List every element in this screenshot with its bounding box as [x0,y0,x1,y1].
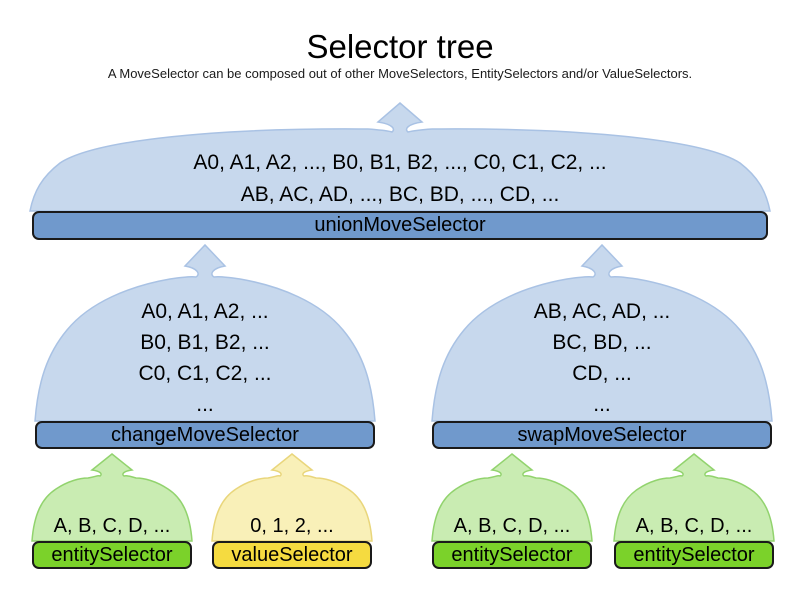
value-selector-bar: valueSelector [212,541,372,569]
swap-cloud-items: AB, AC, AD, ... BC, BD, ... CD, ... ... [432,296,772,420]
change-items-line-2: B0, B1, B2, ... [140,331,270,354]
entity-selector-bar-3: entitySelector [614,541,774,569]
change-items-line-4: ... [196,393,214,416]
swap-move-selector-bar: swapMoveSelector [432,421,772,449]
value-cloud-items: 0, 1, 2, ... [212,512,372,540]
entity3-cloud-items: A, B, C, D, ... [614,512,774,540]
union-items-line-1: A0, A1, A2, ..., B0, B1, B2, ..., C0, C1… [193,151,607,174]
dome-arrow-up-icon [431,243,773,422]
swap-items-line-4: ... [593,393,611,416]
entity-selector-bar-2: entitySelector [432,541,592,569]
dome-arrow-up-icon [29,102,771,212]
union-move-selector-bar: unionMoveSelector [32,211,768,240]
swap-items-line-3: CD, ... [572,362,632,385]
change-items-line-1: A0, A1, A2, ... [141,300,269,323]
dome-arrow-up-icon [31,453,193,542]
swap-cloud [431,243,773,422]
dome-arrow-up-icon [613,453,775,542]
dome-arrow-up-icon [34,243,376,422]
union-items-line-2: AB, AC, AD, ..., BC, BD, ..., CD, ... [240,183,560,206]
entity1-items-line: A, B, C, D, ... [53,515,171,537]
entity-selector-bar-1: entitySelector [32,541,192,569]
diagram-subtitle: A MoveSelector can be composed out of ot… [107,66,693,81]
change-cloud [34,243,376,422]
change-move-selector-bar: changeMoveSelector [35,421,375,449]
entity3-items-line: A, B, C, D, ... [635,515,753,537]
swap-items-line-1: AB, AC, AD, ... [533,300,671,323]
value-items-line: 0, 1, 2, ... [250,515,334,537]
change-cloud-items: A0, A1, A2, ... B0, B1, B2, ... C0, C1, … [35,296,375,420]
swap-items-line-2: BC, BD, ... [552,331,652,354]
entity1-cloud [31,453,193,542]
dome-arrow-up-icon [211,453,373,542]
dome-arrow-up-icon [431,453,593,542]
value-cloud [211,453,373,542]
change-items-line-3: C0, C1, C2, ... [138,362,272,385]
entity2-cloud [431,453,593,542]
entity3-cloud [613,453,775,542]
diagram-title: Selector tree [306,28,494,65]
entity2-cloud-items: A, B, C, D, ... [432,512,592,540]
entity2-items-line: A, B, C, D, ... [453,515,571,537]
entity1-cloud-items: A, B, C, D, ... [32,512,192,540]
union-cloud-items: A0, A1, A2, ..., B0, B1, B2, ..., C0, C1… [30,147,770,211]
union-cloud [29,102,771,212]
